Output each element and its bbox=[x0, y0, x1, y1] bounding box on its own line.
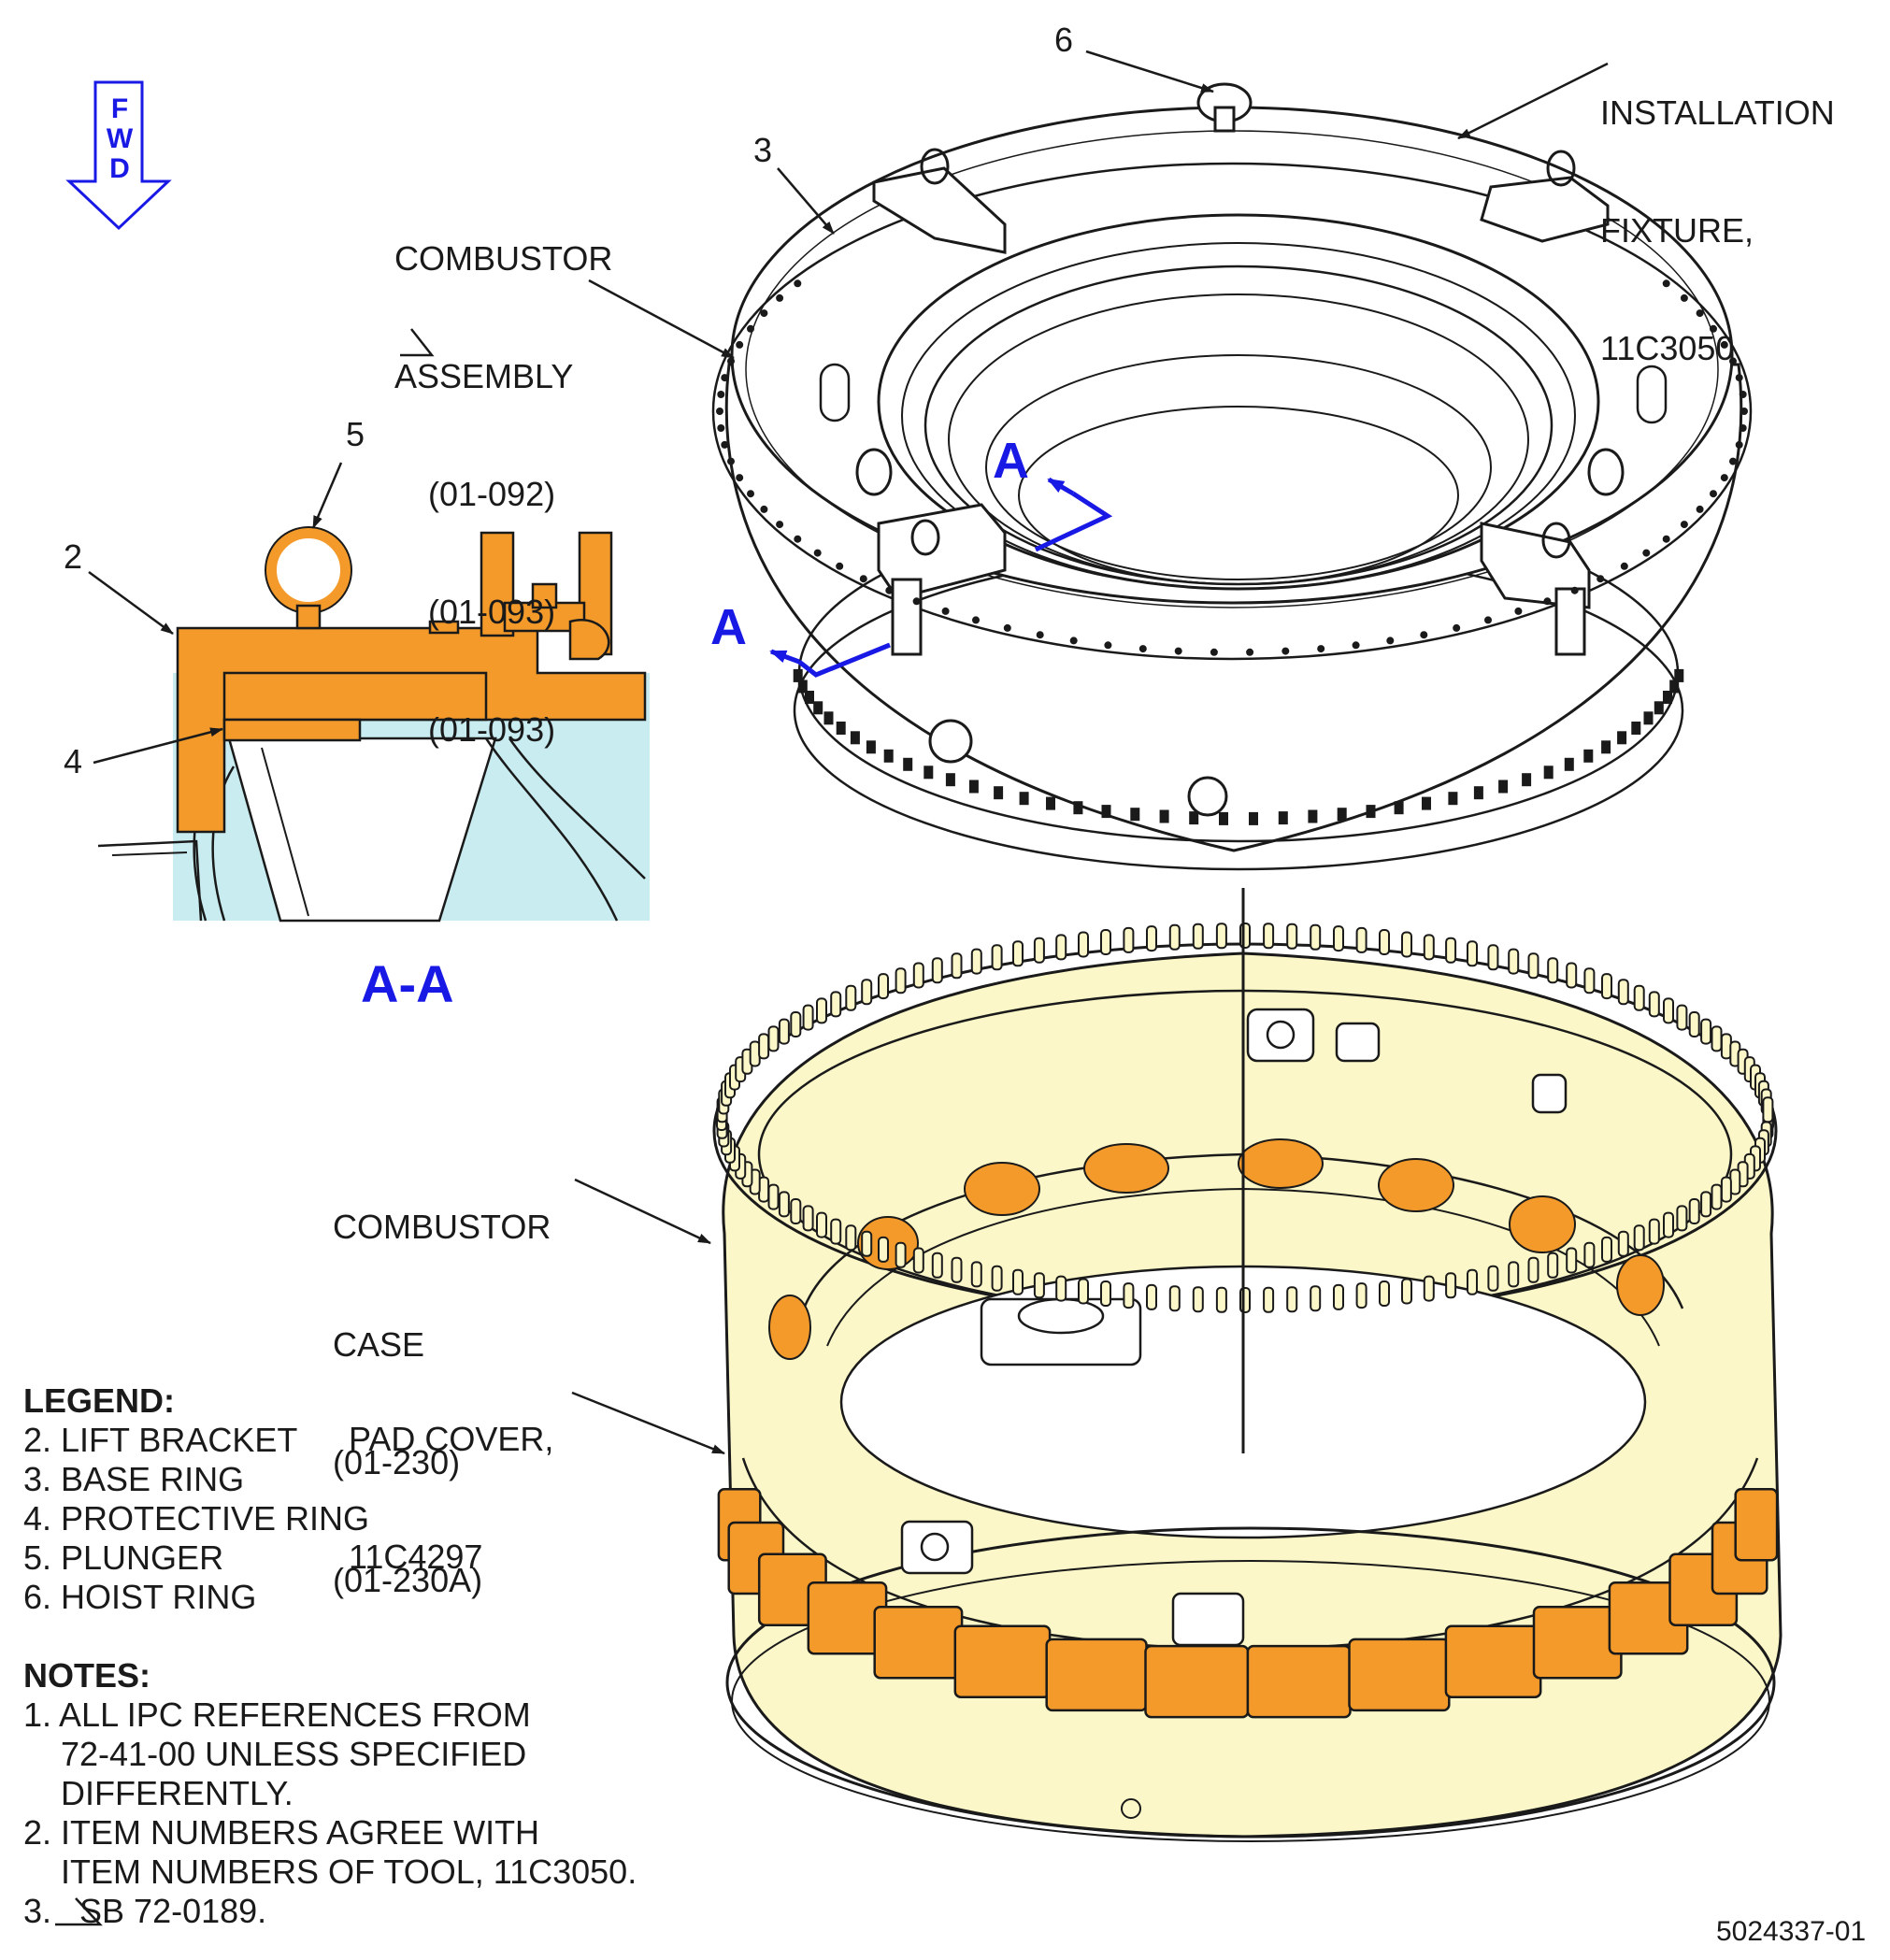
installation-fixture-line-1: INSTALLATION bbox=[1600, 93, 1835, 132]
fwd-letter-d: D bbox=[109, 153, 130, 184]
callout-combustor-assembly: COMBUSTOR ASSEMBLY (01-092) (01-093) (01… bbox=[394, 161, 612, 789]
callout-item-3: 3 bbox=[753, 131, 773, 169]
legend-item: 2. LIFT BRACKET bbox=[23, 1421, 298, 1459]
combustor-case-line-2: CASE bbox=[333, 1325, 425, 1364]
combustor-case-line-1: COMBUSTOR bbox=[333, 1208, 551, 1246]
fwd-letter-f: F bbox=[110, 93, 129, 124]
hoist-ring-icon bbox=[1196, 82, 1253, 133]
combustor-assembly bbox=[711, 82, 1753, 871]
rim-studs bbox=[716, 923, 1774, 1313]
sb-flag-icon bbox=[55, 1897, 103, 1926]
pad-cover-segments bbox=[717, 1488, 1779, 1719]
combustor-case bbox=[712, 923, 1783, 1842]
callout-item-6: 6 bbox=[1054, 21, 1074, 59]
section-cut-arrows bbox=[769, 477, 1113, 678]
legend-item: 5. PLUNGER bbox=[23, 1538, 224, 1577]
section-cut-letter-lower: A bbox=[710, 599, 747, 655]
section-lift-bracket bbox=[176, 531, 647, 834]
fwd-arrow-icon bbox=[65, 80, 172, 231]
combustor-assembly-ref-1: (01-092) bbox=[428, 475, 556, 513]
plunger-icon bbox=[265, 526, 352, 630]
installation-fixture-line-2: FIXTURE, bbox=[1600, 211, 1754, 250]
combustor-assembly-line-2: ASSEMBLY bbox=[394, 357, 574, 395]
figure-number: 5024337-01 bbox=[1716, 1916, 1867, 1947]
note-line: 3. SB 72-0189. bbox=[23, 1892, 267, 1930]
note-line: 2. ITEM NUMBERS AGREE WITH bbox=[23, 1813, 540, 1852]
note-line: 72-41-00 UNLESS SPECIFIED bbox=[23, 1735, 527, 1773]
section-cut-letter-upper: A bbox=[993, 433, 1029, 489]
legend-item: 3. BASE RING bbox=[23, 1460, 245, 1498]
combustor-case-ref-2: (01-230A) bbox=[333, 1561, 483, 1599]
note-line: ITEM NUMBERS OF TOOL, 11C3050. bbox=[23, 1853, 637, 1891]
leader-lines bbox=[88, 50, 1609, 1455]
note-line: 1. ALL IPC REFERENCES FROM bbox=[23, 1695, 531, 1734]
legend-title: LEGEND: bbox=[23, 1381, 175, 1420]
legend: LEGEND: 2. LIFT BRACKET 3. BASE RING 4. … bbox=[23, 1381, 369, 1617]
fwd-letter-w: W bbox=[106, 123, 134, 154]
note-line: DIFFERENTLY. bbox=[23, 1774, 294, 1812]
installation-fixture-line-3: 11C3050 bbox=[1600, 329, 1735, 367]
callout-combustor-case: COMBUSTOR CASE (01-230) (01-230A) bbox=[333, 1129, 551, 1639]
notes-title: NOTES: bbox=[23, 1656, 151, 1695]
callout-pad-cover: PAD COVER, 11C4297 bbox=[349, 1341, 553, 1616]
pad-cover-line-2: 11C4297 bbox=[349, 1538, 483, 1576]
section-view-a-a bbox=[97, 526, 650, 923]
combustor-assembly-ref-2: (01-093) bbox=[428, 593, 556, 631]
legend-item: 6. HOIST RING bbox=[23, 1578, 257, 1616]
pad-cover-line-1: PAD COVER, bbox=[349, 1420, 554, 1458]
combustor-assembly-line-1: COMBUSTOR bbox=[394, 239, 613, 278]
combustor-case-ref-1: (01-230) bbox=[333, 1443, 461, 1481]
legend-item: 4. PROTECTIVE RING bbox=[23, 1499, 370, 1538]
callout-item-2: 2 bbox=[64, 537, 83, 576]
callout-item-4: 4 bbox=[64, 742, 83, 780]
skirt-bolts bbox=[716, 279, 1748, 825]
combustor-assembly-ref-3: (01-093) bbox=[428, 710, 556, 749]
notes: NOTES: 1. ALL IPC REFERENCES FROM 72-41-… bbox=[23, 1656, 637, 1931]
section-view-title: A-A bbox=[361, 954, 454, 1013]
fwd-indicator: F W D bbox=[72, 79, 169, 230]
callout-installation-fixture: INSTALLATION FIXTURE, 11C3050 bbox=[1600, 15, 1835, 408]
callout-item-5: 5 bbox=[346, 415, 365, 453]
